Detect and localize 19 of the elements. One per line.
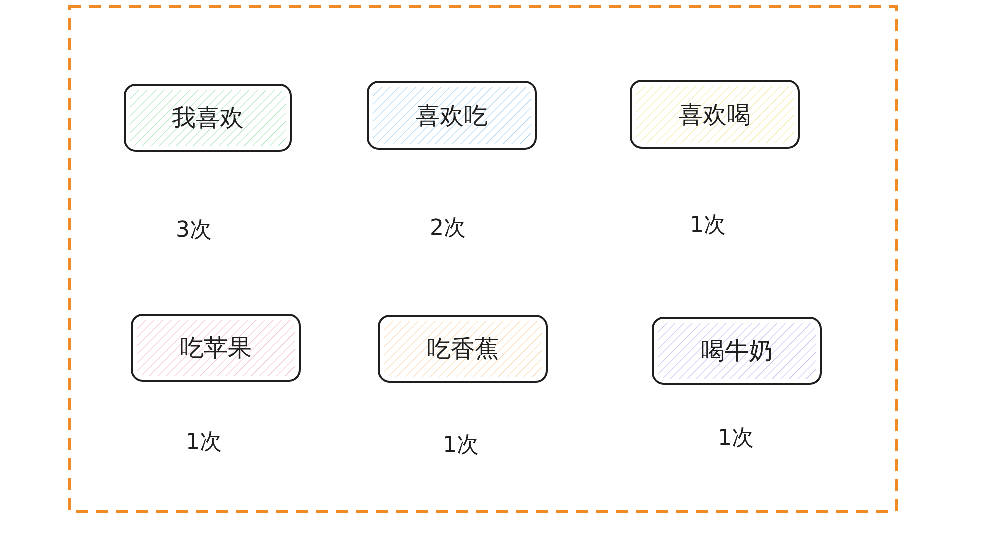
hatched-box [367,81,537,150]
box-label: 喜欢吃 [416,100,488,130]
hatched-box [630,80,800,149]
box-label: 喜欢喝 [679,100,751,130]
box-label: 喝牛奶 [701,336,773,366]
hatched-box [131,314,301,382]
hatched-box [378,315,548,383]
dashed-frame [68,5,898,513]
count-label: 2次 [430,215,466,243]
box-label: 吃香蕉 [427,334,499,364]
hatched-box [652,317,822,385]
count-label: 1次 [718,425,754,453]
hatched-box [124,84,292,152]
box-label: 吃苹果 [180,333,252,363]
count-label: 1次 [443,432,479,460]
count-label: 1次 [690,212,726,240]
count-label: 3次 [176,217,212,245]
box-label: 我喜欢 [172,103,244,133]
count-label: 1次 [186,429,222,457]
